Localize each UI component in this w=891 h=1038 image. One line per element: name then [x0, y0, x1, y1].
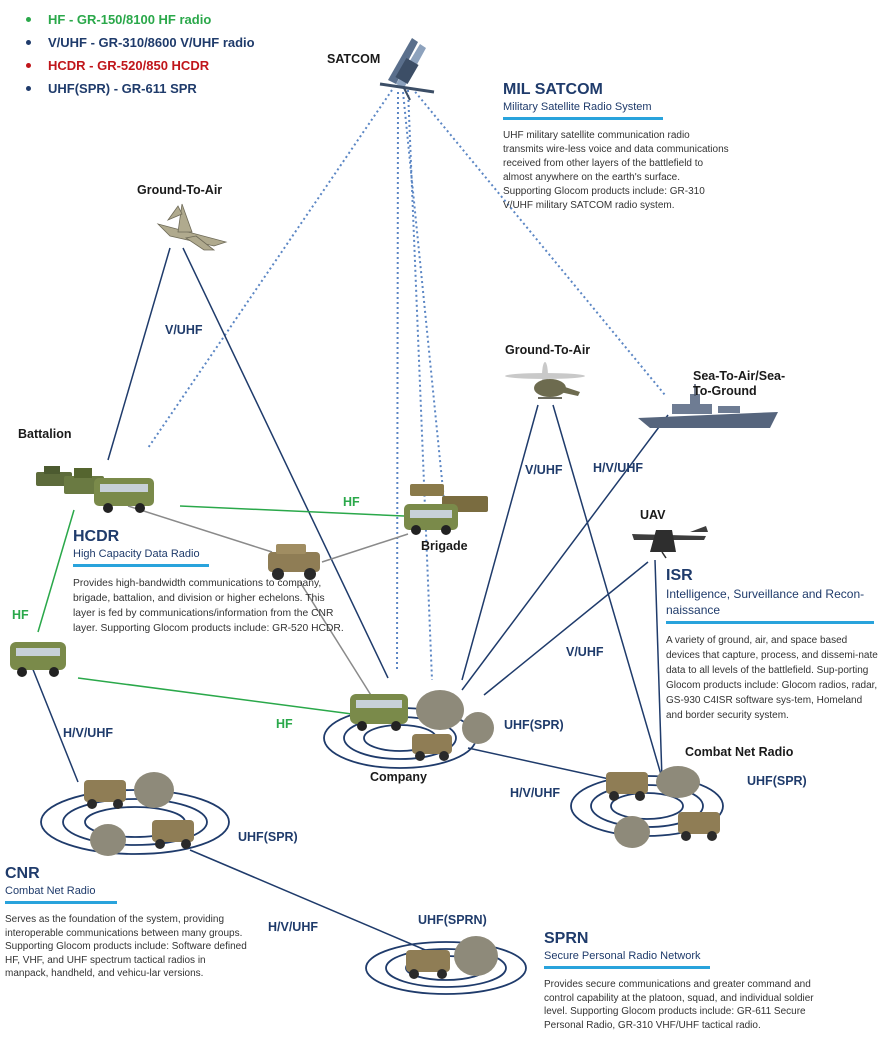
ground-to-air-jet-label: Ground-To-Air: [137, 183, 223, 197]
section-subtitle: Combat Net Radio: [5, 885, 96, 897]
hf-vehicle-icon: [10, 642, 66, 677]
legend-bullet-icon: [26, 63, 31, 68]
section-title: SPRN: [544, 930, 589, 947]
mil-satcom-section: MIL SATCOM Military Satellite Radio Syst…: [503, 81, 730, 213]
legend-item-uhfspr: UHF(SPR) - GR-611 SPR: [14, 77, 255, 100]
section-subtitle: Secure Personal Radio Network: [544, 950, 701, 962]
section-body: UHF military satellite communication rad…: [503, 130, 729, 211]
section-body: Provides high-bandwidth communications t…: [73, 578, 344, 634]
legend-item-vuhf: V/UHF - GR-310/8600 V/UHF radio: [14, 31, 255, 54]
vuhf-links: [29, 247, 669, 953]
section-rule: [544, 966, 710, 969]
section-body: Serves as the foundation of the system, …: [5, 914, 247, 979]
section-rule: [5, 901, 117, 904]
link-label-uhfspr-company: UHF(SPR): [504, 718, 564, 732]
link-label-hvuhf-ship: H/V/UHF: [593, 461, 643, 475]
link-label-vuhf-heli: V/UHF: [525, 463, 563, 477]
section-rule: [503, 117, 663, 120]
cnr-right-units-icon: [606, 766, 720, 848]
brigade-vehicles-icon: [404, 484, 488, 535]
link-label-vuhf-jet: V/UHF: [165, 323, 203, 337]
brigade-label: Brigade: [421, 539, 468, 553]
section-rule: [73, 564, 209, 567]
isr-section: ISR Intelligence, Surveillance and Recon…: [666, 567, 878, 723]
section-title: MIL SATCOM: [503, 81, 603, 98]
warship-icon: [638, 384, 778, 428]
uav-label: UAV: [640, 508, 666, 522]
fighter-jet-icon: [156, 203, 228, 251]
link-label-uhfsprn: UHF(SPRN): [418, 913, 487, 927]
sprn-section: SPRN Secure Personal Radio Network Provi…: [544, 930, 834, 1032]
section-title: ISR: [666, 567, 693, 584]
company-label: Company: [370, 770, 427, 784]
link-label-hf-company: HF: [276, 717, 293, 731]
link-label-hf-brigade: HF: [343, 495, 360, 509]
link-label-hvuhf-left: H/V/UHF: [63, 726, 113, 740]
satellite-icon: [379, 38, 435, 101]
legend: HF - GR-150/8100 HF radio V/UHF - GR-310…: [14, 8, 255, 100]
combat-net-radio-label: Combat Net Radio: [685, 745, 794, 759]
satcom-links: [147, 87, 666, 681]
legend-item-hf: HF - GR-150/8100 HF radio: [14, 8, 255, 31]
section-title: HCDR: [73, 528, 120, 545]
legend-label: HCDR - GR-520/850 HCDR: [48, 58, 210, 73]
link-label-hvuhf-bottom: H/V/UHF: [268, 920, 318, 934]
section-subtitle: Intelligence, Surveillance and Recon-nai…: [666, 587, 865, 617]
satcom-label: SATCOM: [327, 52, 381, 66]
battalion-vehicles-icon: [36, 466, 154, 513]
company-units-icon: [350, 690, 494, 761]
legend-bullet-icon: [26, 40, 31, 45]
legend-bullet-icon: [26, 86, 31, 91]
legend-item-hcdr: HCDR - GR-520/850 HCDR: [14, 54, 255, 77]
link-label-uhfspr-cnr-right: UHF(SPR): [747, 774, 807, 788]
link-label-hvuhf-mid: H/V/UHF: [510, 786, 560, 800]
legend-label: UHF(SPR) - GR-611 SPR: [48, 81, 197, 96]
link-label-uhfspr-cnr-left: UHF(SPR): [238, 830, 298, 844]
link-label-vuhf-uav: V/UHF: [566, 645, 604, 659]
legend-label: HF - GR-150/8100 HF radio: [48, 12, 212, 27]
section-subtitle: Military Satellite Radio System: [503, 101, 652, 113]
battalion-label: Battalion: [18, 427, 72, 441]
legend-label: V/UHF - GR-310/8600 V/UHF radio: [48, 35, 255, 50]
section-title: CNR: [5, 865, 40, 882]
helicopter-icon: [505, 362, 585, 399]
section-body: A variety of ground, air, and space base…: [666, 635, 878, 721]
link-label-hf-left: HF: [12, 608, 29, 622]
ground-to-air-heli-label: Ground-To-Air: [505, 343, 591, 357]
cnr-section: CNR Combat Net Radio Serves as the found…: [5, 865, 249, 981]
sprn-units-icon: [406, 936, 498, 979]
section-subtitle: High Capacity Data Radio: [73, 548, 200, 560]
hcdr-vehicle-icon: [268, 544, 320, 580]
section-body: Provides secure communications and great…: [544, 979, 814, 1031]
uav-icon: [632, 526, 708, 559]
sea-to-ground-label: Sea-To-Air/Sea- To-Ground: [693, 369, 786, 398]
cnr-left-units-icon: [84, 772, 194, 856]
hcdr-section: HCDR High Capacity Data Radio Provides h…: [73, 528, 345, 636]
legend-bullet-icon: [26, 17, 31, 22]
hcdr-links: [127, 505, 409, 701]
section-rule: [666, 621, 874, 624]
hf-links: [37, 505, 405, 715]
